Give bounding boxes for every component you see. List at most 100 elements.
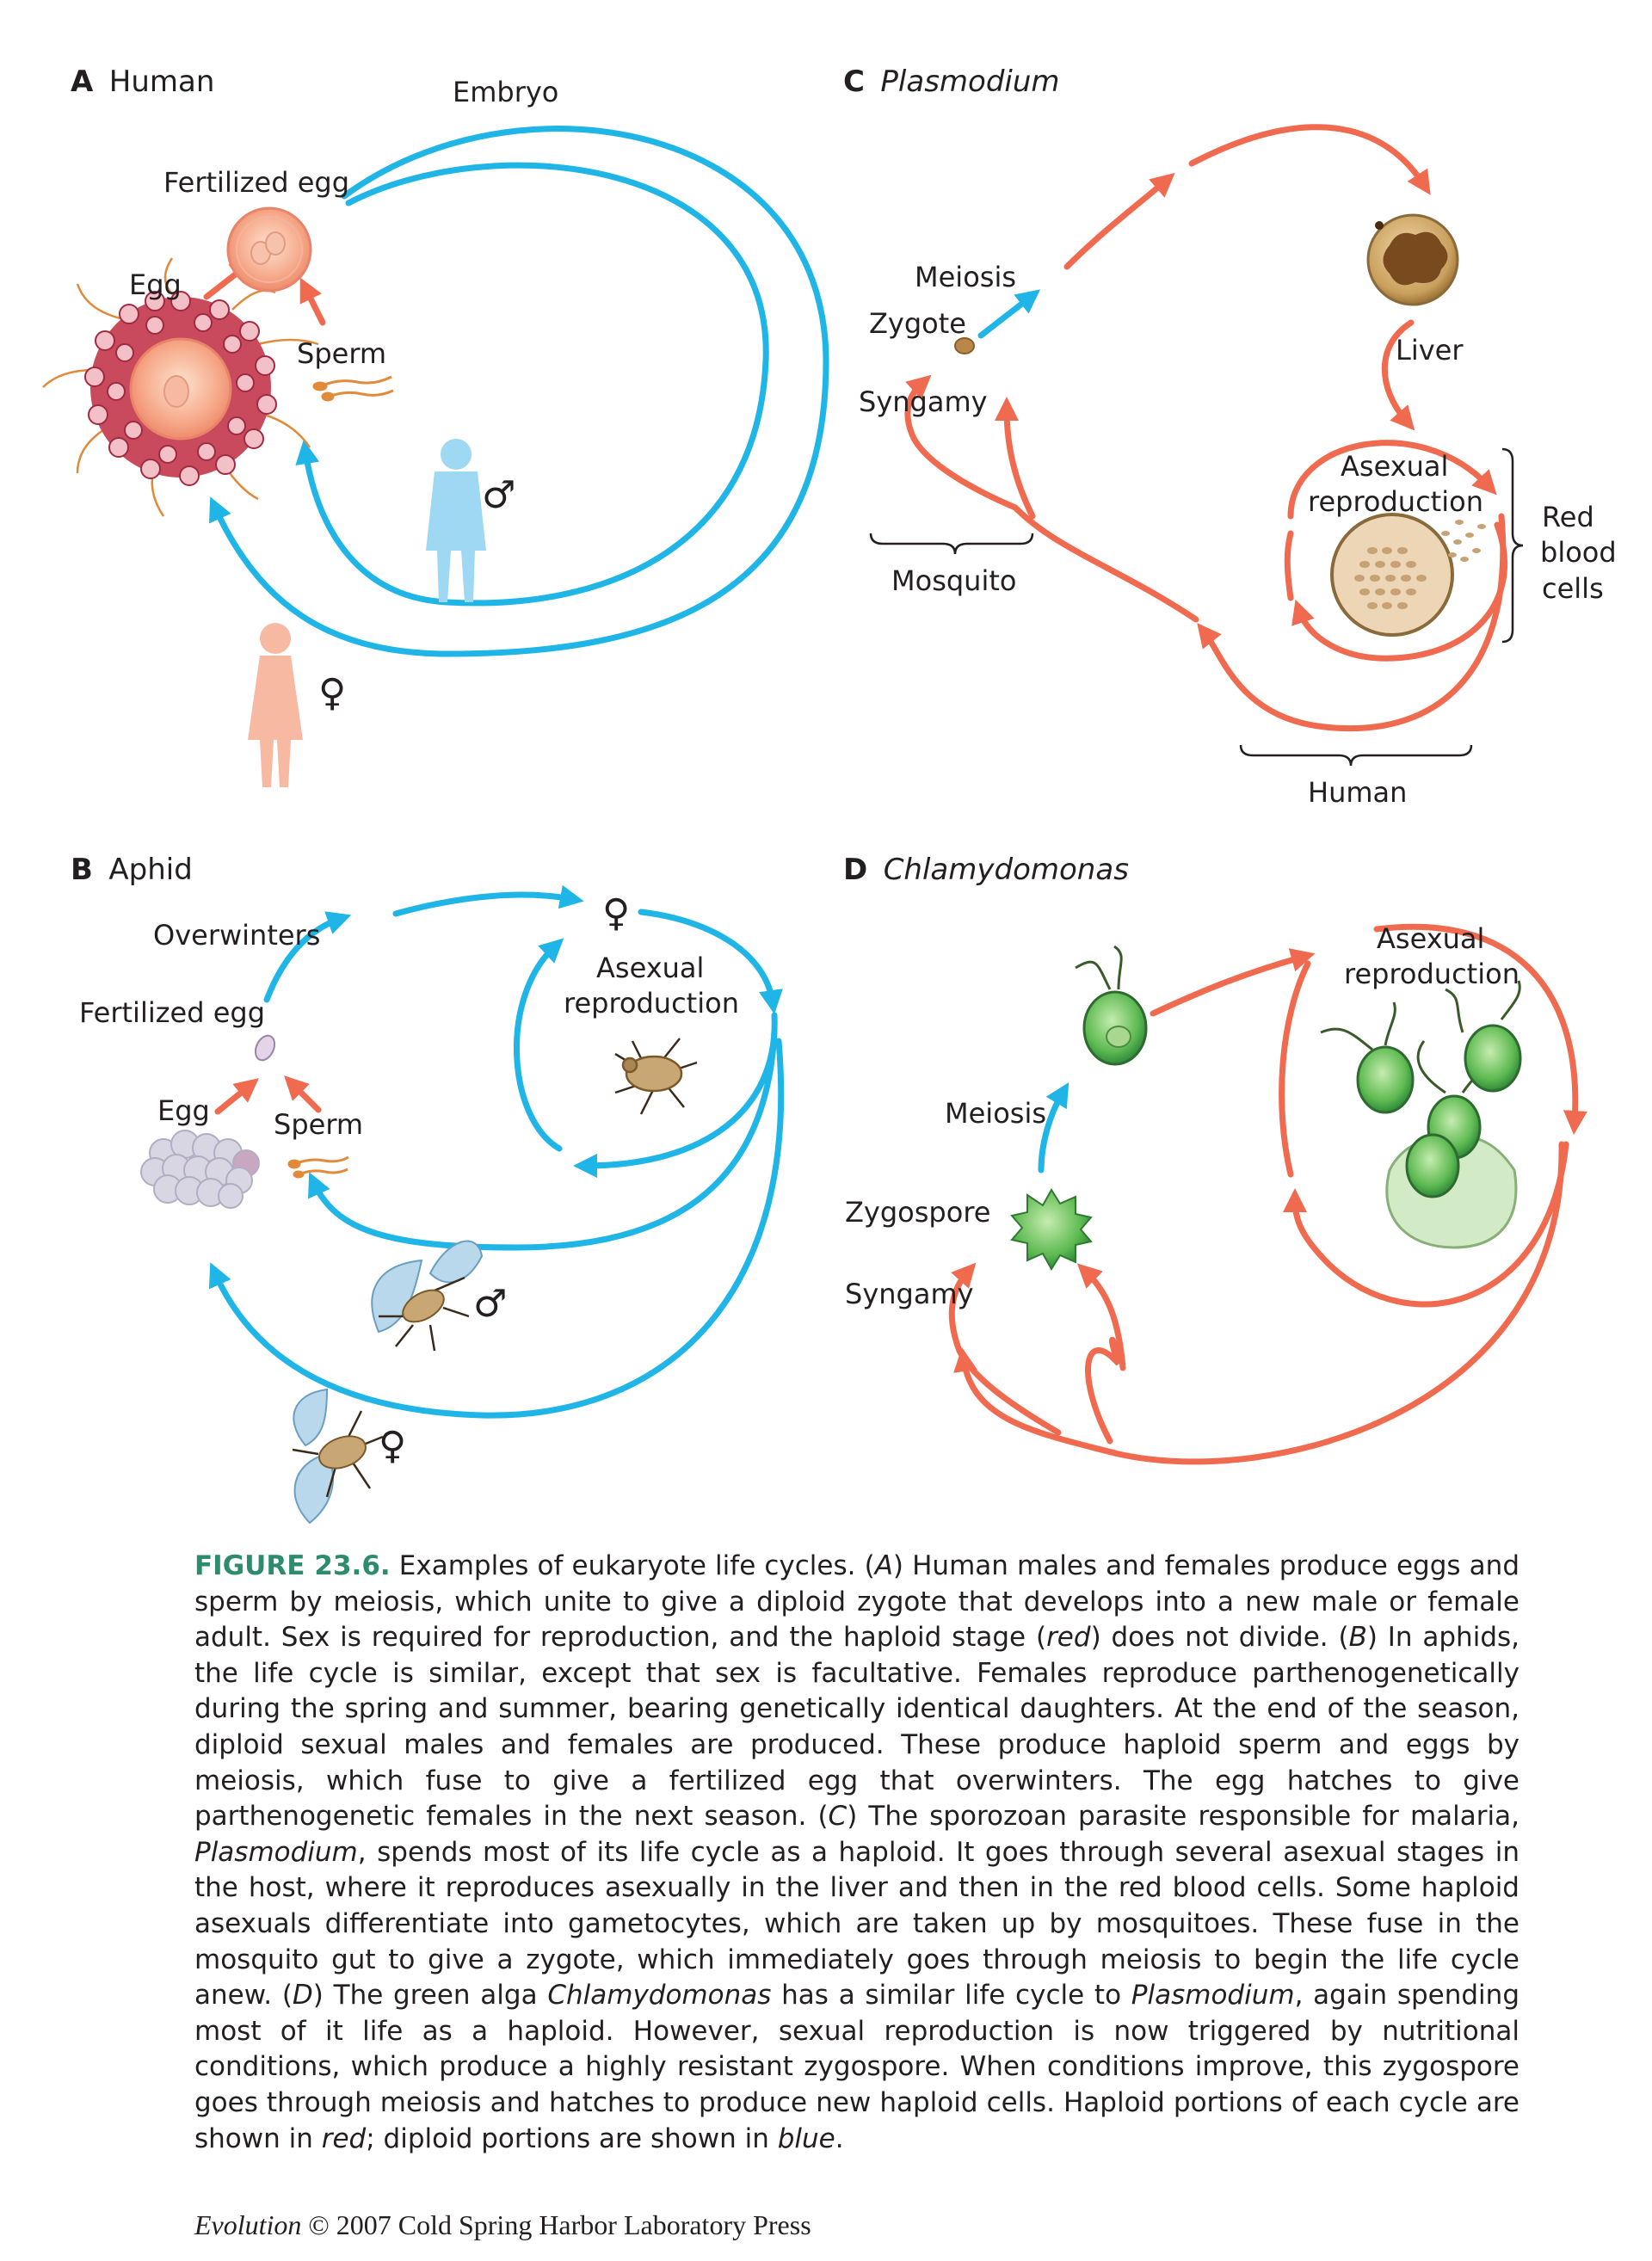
meiosis-arrow-c: [977, 289, 1041, 339]
caption-text-7: ) The green alga: [312, 1980, 548, 2011]
rbc-brace: [1501, 447, 1524, 644]
male-symbol-a: ♂: [482, 473, 515, 517]
panel-c-letter: C: [843, 65, 865, 99]
overwinter-arrow-2: [392, 884, 584, 917]
label-zygospore: Zygospore: [845, 1196, 990, 1229]
label-egg-b: Egg: [157, 1094, 210, 1127]
liver-cell-illustration: [1366, 213, 1459, 306]
caption-chlamydomonas: Chlamydomonas: [547, 1980, 772, 2011]
caption-text-3: ) does not divide. (: [1090, 1622, 1349, 1654]
embryo-arc-inner: [295, 162, 769, 607]
zygospore-illustration: [1010, 1188, 1093, 1271]
to-syngamy-right: [1085, 1336, 1122, 1445]
panel-c-heading: C Plasmodium: [843, 65, 1060, 99]
syngamy-up-right: [1076, 1263, 1126, 1371]
caption-text-9: , again spending most of it life as a ha…: [194, 1980, 1519, 2154]
sperm-illustration: [312, 375, 394, 402]
label-sperm-b: Sperm: [274, 1108, 363, 1141]
label-syngamy-d: Syngamy: [845, 1278, 974, 1310]
rbc-cycle-arrow-1: [1287, 440, 1497, 520]
asexual-loop-up: [514, 938, 564, 1152]
credit-text: © 2007 Cold Spring Harbor Laboratory Pre…: [301, 2209, 811, 2240]
male-aphid-illustration: [371, 1240, 484, 1352]
to-sperm-arrow: [308, 1029, 778, 1251]
label-human: Human: [1308, 776, 1407, 809]
asexual-loop-top: [638, 909, 783, 1014]
embryo-arc-outer: [209, 126, 829, 657]
label-rbc-1: Red: [1542, 501, 1594, 533]
meiosis-arrow-d: [1038, 1081, 1069, 1174]
sperm-illustration-b: [287, 1155, 349, 1179]
panel-a-title: Human: [109, 65, 215, 99]
zygote-illustration: [954, 337, 975, 354]
panel-a-letter: A: [71, 65, 94, 99]
caption-red-2: red: [321, 2122, 367, 2154]
fertilized-egg-b: [254, 1034, 276, 1062]
label-asexual-d-1: Asexual: [1377, 922, 1484, 955]
human-to-mosquito-arrow-2: [1012, 504, 1199, 623]
mosquito-arrow-left: [904, 374, 1019, 511]
label-asexual-c-1: Asexual: [1341, 450, 1448, 483]
overwinter-arrow-1: [263, 911, 352, 1003]
caption-ref-b: B: [1348, 1622, 1367, 1654]
label-egg-a: Egg: [129, 268, 182, 301]
panel-b-heading: B Aphid: [71, 853, 193, 887]
panel-b-letter: B: [71, 853, 93, 887]
female-symbol-a: ♀: [318, 671, 346, 715]
caption-blue: blue: [777, 2122, 835, 2154]
liver-down-arrow: [1381, 319, 1415, 431]
caption-text-1: Examples of eukaryote life cycles. (: [390, 1550, 875, 1581]
to-syngamy-arrow: [953, 1141, 1565, 1465]
fertilized-egg-illustration: [226, 206, 312, 293]
label-zygote: Zygote: [869, 307, 966, 340]
panel-d-letter: D: [843, 853, 867, 887]
aphid-asexual-illustration: [614, 1038, 698, 1115]
panel-d-heading: D Chlamydomonas: [843, 853, 1129, 887]
caption-ref-a: A: [874, 1550, 893, 1581]
to-syngamy-left: [948, 1262, 1062, 1436]
caption-text-5: ) The sporozoan parasite responsible for…: [847, 1801, 1519, 1833]
caption-text-2: ) Human males and females produce eggs a…: [194, 1550, 1519, 1654]
to-asexual-arrow: [1150, 948, 1316, 1017]
panel-a-heading: A Human: [71, 65, 214, 99]
aphid-eggs-illustration: [140, 1130, 260, 1209]
male-figure: [426, 439, 486, 602]
caption-plasmodium-2: Plasmodium: [1131, 1980, 1295, 2011]
label-syngamy-c: Syngamy: [859, 385, 988, 418]
label-rbc-3: cells: [1542, 572, 1604, 605]
male-symbol-b: ♂: [473, 1282, 507, 1326]
caption-text-4: ) In aphids, the life cycle is similar, …: [194, 1622, 1520, 1833]
panel-d-title: Chlamydomonas: [884, 853, 1129, 887]
caption-plasmodium-1: Plasmodium: [194, 1836, 358, 1868]
sperm-arrow: [299, 277, 326, 326]
asexual-loop-right: [1373, 923, 1587, 1135]
rbc-cycle-arrow-3: [1284, 530, 1294, 601]
female-symbol-b-top: ♀: [602, 891, 630, 935]
asexual-loop-bottom: [1283, 1141, 1569, 1308]
panel-d: D Chlamydomonas: [843, 853, 1587, 1465]
label-mosquito: Mosquito: [891, 564, 1016, 597]
asexual-loop-left: [1279, 960, 1311, 1178]
mosquito-arrow-right: [995, 397, 1036, 520]
caption-text-11: .: [835, 2122, 844, 2154]
caption-label: FIGURE 23.6.: [194, 1550, 391, 1581]
label-asexual-b-2: reproduction: [564, 987, 739, 1020]
caption-ref-c: C: [828, 1801, 848, 1833]
to-liver-arrow-2: [1188, 124, 1431, 195]
label-asexual-b-1: Asexual: [596, 952, 704, 984]
female-aphid-illustration: [292, 1388, 384, 1525]
label-asexual-d-2: reproduction: [1344, 958, 1519, 990]
label-liver: Liver: [1396, 334, 1464, 367]
label-fertilized-egg-a: Fertilized egg: [163, 166, 349, 199]
panel-c-title: Plasmodium: [880, 65, 1059, 99]
to-egg-arrow: [208, 1038, 785, 1419]
caption-text-6: , spends most of its life cycle as a hap…: [194, 1836, 1519, 2011]
sperm-arrow-b: [284, 1075, 322, 1113]
egg-arrow-b: [214, 1078, 259, 1115]
red-blood-cell-illustration: [1330, 513, 1486, 637]
label-sperm-a: Sperm: [297, 337, 386, 370]
life-cycle-figure: A Human: [42, 65, 1617, 1525]
label-meiosis-c: Meiosis: [915, 261, 1016, 293]
panel-a: A Human: [42, 65, 829, 787]
caption-text-10: ; diploid portions are shown in: [366, 2122, 778, 2154]
